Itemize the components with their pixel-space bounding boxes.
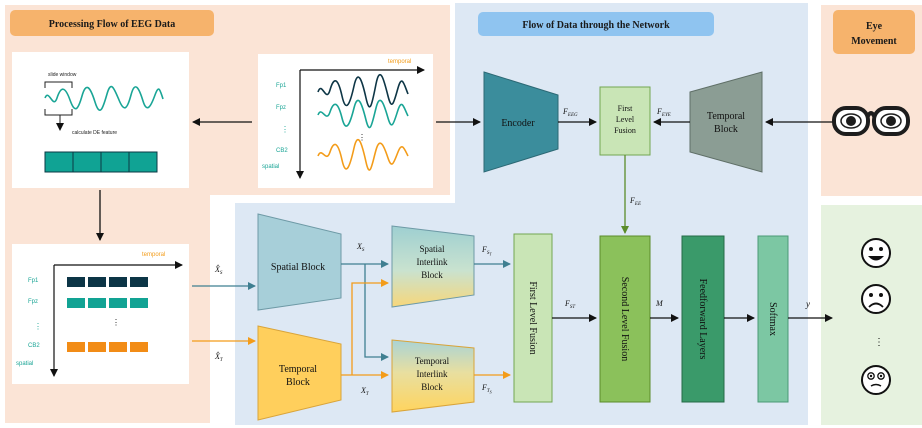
surprised-face-icon (861, 365, 891, 395)
network-title: Flow of Data through the Network (522, 20, 670, 31)
feature-channel-cb2: CB2 (28, 343, 40, 349)
feature-row3-cell-3 (109, 342, 127, 352)
fusion-top-line1: First (618, 104, 633, 113)
second-level-fusion (599, 235, 651, 403)
raw-wave-fp1 (317, 73, 409, 108)
label-x-s: XS (356, 242, 365, 253)
label-f-st: FST (564, 299, 576, 310)
eye-title-bg (833, 10, 915, 54)
fusion-top-line2: Level (616, 115, 635, 124)
raw-signal-axis-label: temporal (388, 59, 411, 65)
feature-row2-cell-4 (130, 298, 148, 308)
sad-face-icon (861, 284, 891, 314)
eeg-wave-card (44, 85, 164, 111)
slide-window-bracket-bottom (44, 109, 73, 116)
feature-spatial-label: spatial (16, 361, 33, 367)
label-y: y (805, 299, 810, 309)
eye-title-line1: Eye (866, 21, 883, 32)
network-title-bg (478, 12, 714, 36)
temporal-bottom-line1: Temporal (279, 364, 317, 375)
temporal-interlink-line1: Temporal (415, 356, 450, 366)
label-f-ts: FTS (481, 383, 492, 395)
spatial-interlink-line3: Block (421, 270, 443, 280)
label-m: M (655, 299, 664, 308)
softmax-label: Softmax (767, 302, 778, 336)
slide-window-label: slide window (48, 72, 77, 78)
encoder-label: Encoder (501, 118, 535, 129)
temporal-interlink-line2: Interlink (417, 369, 448, 379)
feature-channel-dots: ⋮ (34, 322, 42, 331)
feature-channel-fp1: Fp1 (28, 278, 39, 284)
feature-row1-cell-2 (88, 277, 106, 287)
feature-row2-cell-3 (109, 298, 127, 308)
softmax-block (757, 235, 789, 403)
spatial-block (257, 213, 342, 311)
eye-title-line2: Movement (851, 36, 897, 47)
feature-axis-label: temporal (142, 252, 165, 258)
eye-temporal-line1: Temporal (707, 111, 745, 122)
de-cell-3 (100, 151, 130, 173)
eye-temporal-block (689, 71, 763, 173)
first-level-fusion-label: First Level Fusion (527, 281, 538, 354)
slide-window-bracket (44, 81, 73, 88)
raw-channel-cb2: CB2 (276, 148, 288, 154)
raw-spatial-label: spatial (262, 164, 279, 170)
eeg-processing-title-bg (10, 10, 214, 36)
feature-card (12, 244, 189, 384)
spatial-interlink-block (391, 225, 475, 308)
feature-matrix-dots: ⋮ (112, 318, 120, 327)
label-xhat-t: X̂T (214, 351, 224, 363)
eeg-processing-title: Processing Flow of EEG Data (49, 19, 175, 30)
arrow-xt-to-spatial-interlink (351, 279, 389, 375)
feature-row3-cell-1 (67, 342, 85, 352)
feature-row1-cell-1 (67, 277, 85, 287)
label-f-st-top: FST (481, 245, 492, 257)
de-cell-4 (128, 151, 158, 173)
feature-row3-cell-2 (88, 342, 106, 352)
feedforward-layers (681, 235, 725, 403)
eye-temporal-line2: Block (714, 124, 738, 135)
feature-row1-cell-4 (130, 277, 148, 287)
calc-de-label: calculate DE feature (72, 130, 117, 136)
raw-signal-card (258, 54, 433, 188)
spatial-interlink-line1: Spatial (420, 244, 445, 254)
arrow-xs-to-temporal-interlink (364, 264, 389, 361)
label-f-ee: FEE (629, 196, 641, 207)
first-level-fusion-bottom (513, 233, 553, 403)
de-cell-2 (72, 151, 102, 173)
raw-channel-dots: ⋮ (281, 125, 289, 134)
raw-wave-fpz (317, 99, 409, 129)
label-x-t: XT (360, 386, 370, 397)
temporal-block-bottom (257, 325, 342, 421)
encoder-block (483, 71, 559, 173)
glasses-icon (832, 106, 910, 136)
spatial-interlink-line2: Interlink (417, 257, 448, 267)
label-f-eye: FEYE (656, 107, 671, 118)
raw-wave-dots: ⋮ (358, 133, 366, 142)
raw-channel-fp1: Fp1 (276, 83, 287, 89)
first-level-fusion-top (599, 86, 651, 156)
emotion-dots: ⋮ (874, 337, 884, 348)
feature-row2-cell-1 (67, 298, 85, 308)
feature-row2-cell-2 (88, 298, 106, 308)
label-f-eeg: FEEG (562, 107, 578, 118)
feature-row1-cell-3 (109, 277, 127, 287)
temporal-interlink-block (391, 339, 475, 413)
raw-channel-fpz: Fpz (276, 105, 286, 111)
label-xhat-s: X̂S (214, 264, 223, 276)
de-cell-1 (44, 151, 74, 173)
happy-face-icon (861, 238, 891, 268)
temporal-bottom-line2: Block (286, 377, 310, 388)
second-level-fusion-label: Second Level Fusion (619, 277, 630, 361)
spatial-block-label: Spatial Block (271, 262, 325, 273)
raw-wave-cb2 (317, 138, 409, 171)
feature-row3-cell-4 (130, 342, 148, 352)
temporal-interlink-line3: Block (421, 382, 443, 392)
feature-channel-fpz: Fpz (28, 299, 38, 305)
fusion-top-line3: Fusion (614, 126, 636, 135)
feedforward-label: Feedforward Layers (697, 279, 708, 360)
